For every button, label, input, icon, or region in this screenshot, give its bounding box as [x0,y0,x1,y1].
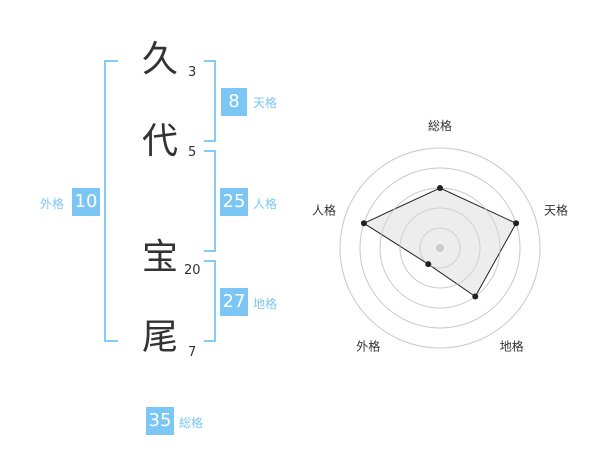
radar-point-3 [425,261,432,268]
jinkaku-bracket [204,150,216,252]
soukaku-label: 総格 [179,416,204,430]
soukaku-value-badge: 35 [146,407,174,435]
tenkaku-bracket [204,60,216,142]
radar-ring-overlay-2 [399,207,481,289]
kanji-2: 代 [141,121,178,162]
tenkaku-value-badge: 8 [221,88,247,116]
stroke-count-1: 3 [188,65,197,80]
tenkaku-label: 天格 [253,96,278,110]
jinkaku-value-badge: 25 [220,188,248,216]
stroke-count-2: 5 [188,145,197,160]
chikaku-bracket [204,260,216,342]
radar-axis-label-1: 天格 [544,202,568,217]
kanji-4: 尾 [141,317,178,358]
stroke-count-4: 7 [188,345,197,360]
radar-point-4 [360,220,367,227]
stroke-count-3: 20 [184,263,201,278]
gaikaku-bracket [104,60,118,342]
radar-axis-label-3: 外格 [356,339,380,354]
gaikaku-label: 外格 [40,197,65,211]
radar-axis-label-0: 総格 [428,118,452,133]
jinkaku-label: 人格 [253,197,278,211]
chikaku-value-badge: 27 [220,288,248,316]
radar-ring-overlay-5 [339,147,541,349]
radar-center-dot [436,244,444,252]
chikaku-label: 地格 [253,297,278,311]
kanji-3: 宝 [141,237,178,278]
radar-point-1 [513,220,520,227]
radar-axis-label-2: 地格 [500,339,524,354]
radar-series-polygon [362,187,517,298]
gaikaku-value-badge: 10 [72,188,100,216]
radar-point-2 [472,293,479,300]
radar-ring-overlay-1 [419,227,461,269]
kanji-1: 久 [141,39,178,80]
radar-ring-overlay-4 [359,167,521,329]
radar-point-0 [437,185,443,191]
radar-axis-label-4: 人格 [312,202,336,217]
